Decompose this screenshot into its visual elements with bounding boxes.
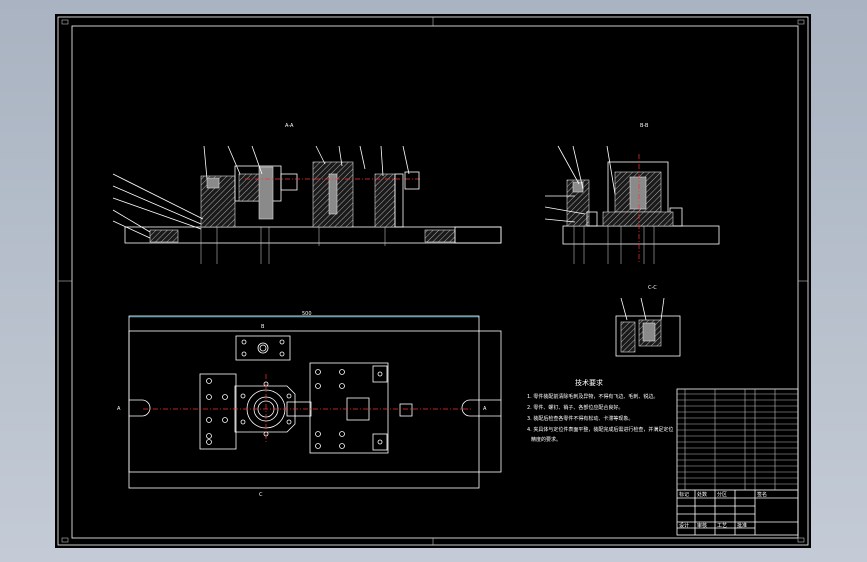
- handle-knob: [404, 171, 420, 190]
- section-a-title: A-A: [285, 123, 294, 129]
- left-u-slot: [129, 399, 151, 417]
- title-block: 标记 处数 分区 签名 设计 审核 工艺 批准: [676, 388, 799, 536]
- base-plate-body: [128, 330, 502, 473]
- section-c-body: [615, 315, 681, 357]
- title-block-label: 审核: [697, 522, 707, 529]
- right-u-slot: [461, 399, 501, 417]
- title-block-label: 处数: [697, 491, 707, 498]
- section-c-title: C-C: [648, 285, 657, 291]
- section-c-view: C-C: [615, 285, 681, 357]
- locating-pin: [258, 166, 274, 220]
- section-b-title: B-B: [640, 123, 649, 129]
- base-plate-side: [562, 225, 720, 245]
- tech-requirements: 技术要求 1. 零件装配前清除毛刺及异物，不得有飞边、毛刺、锐边。 2. 零件、…: [527, 378, 673, 443]
- drawing-canvas: A-A: [55, 14, 811, 548]
- flange-plate: [234, 385, 296, 433]
- tech-req-item: 2. 零件、螺钉、销子、各部位应配合良好。: [527, 404, 623, 411]
- right-section-arrow: A: [483, 406, 487, 412]
- title-block-label: 批准: [737, 522, 747, 529]
- tech-req-item: 3. 装配后检查各零件不得有松动、卡滞等现象。: [527, 415, 633, 422]
- plan-view: 500 A A B C: [117, 311, 502, 498]
- workpiece-side: [629, 176, 647, 210]
- cad-drawing: A-A: [57, 16, 809, 546]
- plan-c-mark: C: [259, 492, 263, 498]
- frame-marks: [58, 17, 808, 545]
- right-clamp-block: [309, 362, 389, 454]
- left-locating-block: [199, 373, 237, 450]
- tech-req-title: 技术要求: [575, 378, 603, 387]
- plan-width-dimension: 500: [302, 311, 312, 317]
- title-block-label: 工艺: [717, 523, 727, 529]
- section-b-view: B-B: [544, 123, 720, 264]
- section-a-view: A-A: [112, 123, 502, 264]
- top-support-block: [235, 335, 291, 361]
- handle-end: [399, 403, 413, 417]
- left-section-arrow: A: [117, 406, 121, 412]
- title-block-label: 分区: [717, 491, 727, 498]
- title-block-label: 标记: [679, 491, 689, 498]
- title-block-label: 设计: [679, 522, 689, 529]
- inner-frame: [71, 25, 799, 539]
- tech-req-item: 4. 夹具体与定位件表面平整，装配完成后需进行检查，并满足定位: [527, 426, 673, 433]
- tech-req-item: 1. 零件装配前清除毛刺及异物，不得有飞边、毛刺、锐边。: [527, 393, 658, 400]
- title-grid: [677, 489, 798, 535]
- plan-b-mark: B: [261, 324, 265, 330]
- title-block-label: 签名: [757, 491, 767, 498]
- tech-req-item: 精度的要求。: [531, 436, 561, 443]
- bom-grid: [677, 389, 798, 491]
